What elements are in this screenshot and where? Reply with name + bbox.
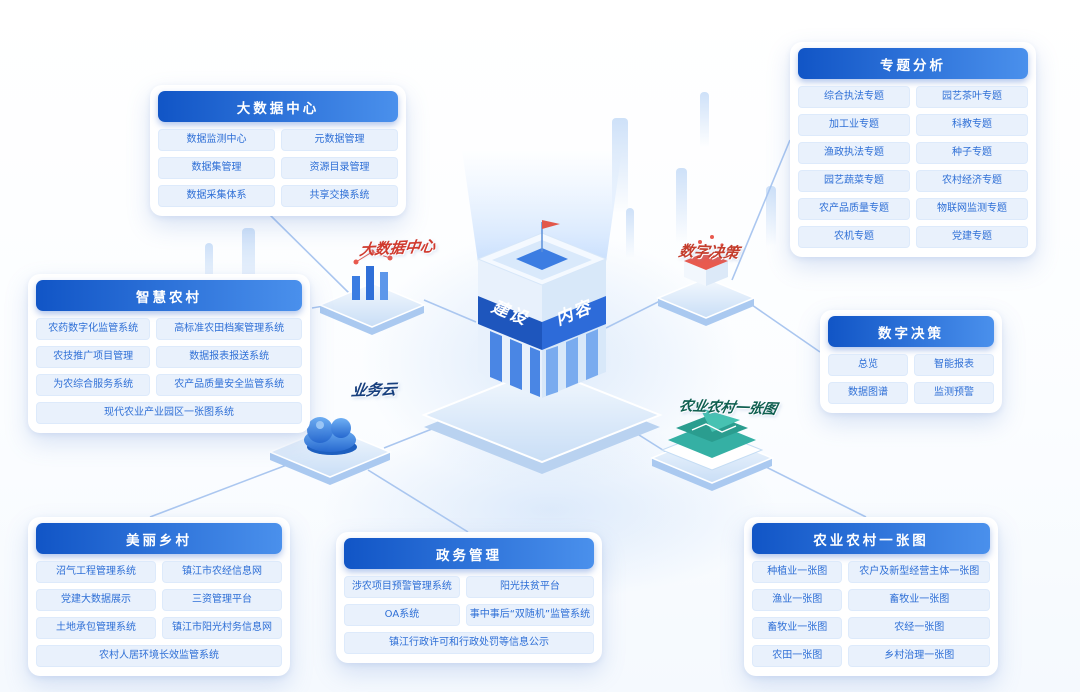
deco-bar (626, 208, 634, 258)
diagram-item: 智能报表 (914, 354, 994, 376)
diagram-item: 渔业一张图 (752, 589, 843, 611)
connector-line (264, 209, 353, 297)
diagram-item: 元数据管理 (281, 129, 398, 151)
panel-topic-analysis: 专题分析 综合执法专题 园艺茶叶专题 加工业专题 科教专题 渔政执法专题 种子专… (790, 42, 1036, 257)
panel-gov-affairs: 政务管理 涉农项目预警管理系统 阳光扶贫平台 OA系统 事中事后“双随机”监管系… (336, 532, 602, 663)
diagram-item: 镇江市农经信息网 (162, 561, 282, 583)
bar-chart-icon (352, 249, 393, 300)
panel-title-topic-analysis: 专题分析 (798, 48, 1028, 79)
panel-title-smart-rural: 智慧农村 (36, 280, 302, 311)
diagram-item: 畜牧业一张图 (848, 589, 990, 611)
diagram-item: 乡村治理一张图 (848, 645, 990, 667)
diagram-item: 数据监测中心 (158, 129, 275, 151)
diagram-item: 资源目录管理 (281, 157, 398, 179)
panel-title-big-data-center: 大数据中心 (158, 91, 398, 122)
panel-title-beautiful-village: 美丽乡村 (36, 523, 282, 554)
panel-one-map: 农业农村一张图 种植业一张图 农户及新型经营主体一张图 渔业一张图 畜牧业一张图… (744, 517, 998, 676)
center-base-platform (421, 366, 663, 474)
diagram-item: 畜牧业一张图 (752, 617, 843, 639)
diagram-item: 镇江市阳光村务信息网 (162, 617, 282, 639)
diagram-item: 种植业一张图 (752, 561, 843, 583)
center-node-label-digital-decision: 数字决策 (677, 241, 741, 263)
diagram-item: 为农综合服务系统 (36, 374, 151, 396)
diagram-item: 农田一张图 (752, 645, 843, 667)
diagram-item: 种子专题 (916, 142, 1028, 164)
connector-line (149, 462, 293, 518)
cloud-icon (304, 417, 357, 455)
panel-smart-rural: 智慧农村 农药数字化监管系统 高标准农田档案管理系统 农技推广项目管理 数据报表… (28, 274, 310, 433)
diagram-item: 综合执法专题 (798, 86, 910, 108)
diagram-item: 农户及新型经营主体一张图 (848, 561, 990, 583)
decision-machine-icon (684, 235, 728, 286)
panel-big-data-center: 大数据中心 数据监测中心 元数据管理 数据集管理 资源目录管理 数据采集体系 共… (150, 85, 406, 216)
connector-line (761, 464, 867, 518)
diagram-item: 数据集管理 (158, 157, 275, 179)
diagram-item: 事中事后“双随机”监管系统 (465, 604, 594, 626)
connector-line (605, 299, 663, 329)
diagram-item: 共享交换系统 (281, 185, 398, 207)
diagram-item: 总览 (828, 354, 908, 376)
diagram-item: 党建专题 (916, 226, 1028, 248)
diagram-item: 农村人居环境长效监管系统 (36, 645, 282, 667)
deco-bar (676, 168, 687, 243)
connector-line (731, 139, 791, 281)
diagram-item: 物联网监测专题 (916, 198, 1028, 220)
diagram-item: 高标准农田档案管理系统 (156, 318, 302, 340)
platform-big-data (318, 249, 426, 335)
diagram-item: 数据采集体系 (158, 185, 275, 207)
diagram-item: 园艺蔬菜专题 (798, 170, 910, 192)
diagram-item: 农产品质量安全监管系统 (156, 374, 302, 396)
center-tower: 建设 内容 (476, 220, 608, 398)
diagram-item: 农经一张图 (848, 617, 990, 639)
flag-icon (542, 220, 560, 229)
diagram-item: 农技推广项目管理 (36, 346, 151, 368)
deco-bar (205, 243, 213, 298)
diagram-item: 园艺茶叶专题 (916, 86, 1028, 108)
diagram-item: OA系统 (344, 604, 460, 626)
diagram-item: 加工业专题 (798, 114, 910, 136)
diagram-item: 现代农业产业园区一张图系统 (36, 402, 302, 424)
panel-digital-decision: 数字决策 总览 智能报表 数据图谱 监测预警 (820, 310, 1002, 413)
diagram-item: 农药数字化监管系统 (36, 318, 151, 340)
diagram-item: 科教专题 (916, 114, 1028, 136)
platform-one-map (650, 408, 774, 491)
diagram-item: 涉农项目预警管理系统 (344, 576, 460, 598)
diagram-item: 三资管理平台 (162, 589, 282, 611)
diagram-item: 监测预警 (914, 382, 994, 404)
panel-title-digital-decision: 数字决策 (828, 316, 994, 347)
panel-title-gov-affairs: 政务管理 (344, 538, 594, 569)
diagram-item: 农产品质量专题 (798, 198, 910, 220)
platform-business-cloud (268, 417, 392, 485)
deco-bar (700, 92, 709, 147)
diagram-item: 党建大数据展示 (36, 589, 156, 611)
diagram-item: 数据图谱 (828, 382, 908, 404)
panel-beautiful-village: 美丽乡村 沼气工程管理系统 镇江市农经信息网 党建大数据展示 三资管理平台 土地… (28, 517, 290, 676)
connector-lines (149, 139, 867, 533)
diagram-item: 数据报表报送系统 (156, 346, 302, 368)
diagram-item: 阳光扶贫平台 (465, 576, 594, 598)
diagram-item: 渔政执法专题 (798, 142, 910, 164)
light-beam (462, 150, 622, 262)
deco-bar (766, 186, 776, 246)
panel-title-one-map: 农业农村一张图 (752, 523, 990, 554)
center-node-label-business-cloud: 业务云 (350, 380, 398, 400)
diagram-item: 农村经济专题 (916, 170, 1028, 192)
diagram-item: 镇江行政许可和行政处罚等信息公示 (344, 632, 594, 654)
connector-line (751, 304, 821, 353)
diagram-item: 沼气工程管理系统 (36, 561, 156, 583)
connector-line (423, 299, 477, 323)
map-layers-icon (660, 408, 764, 471)
connector-line (367, 469, 469, 533)
diagram-item: 土地承包管理系统 (36, 617, 156, 639)
platform-digital-decision (656, 235, 756, 326)
diagram-item: 农机专题 (798, 226, 910, 248)
